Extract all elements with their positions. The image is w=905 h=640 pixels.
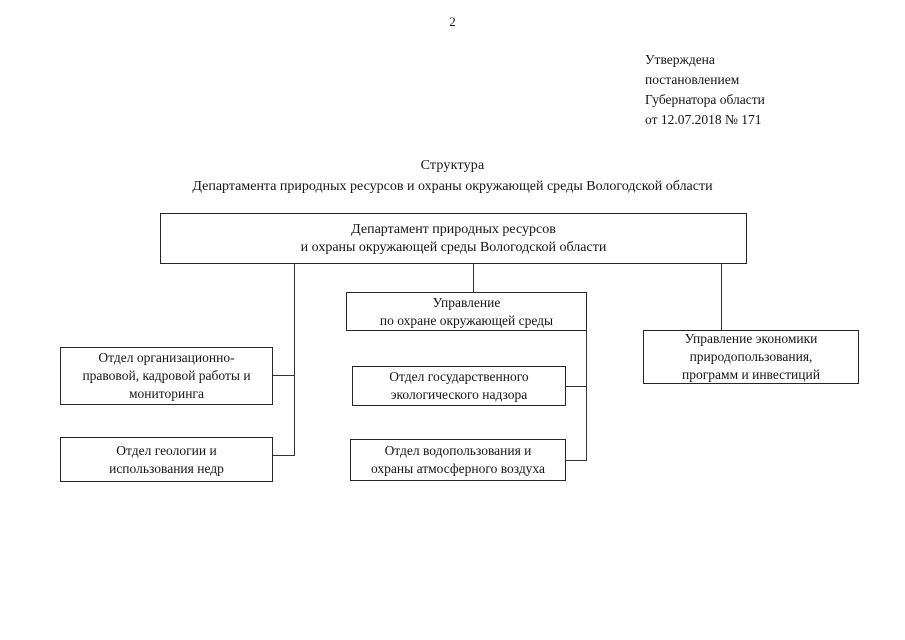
- connector-department-to-ecology-directorate: [473, 263, 475, 293]
- connector-department-to-economics-directorate: [721, 263, 723, 331]
- document-title-line-1: Структура: [420, 158, 485, 173]
- approval-line-1: Утверждена: [645, 52, 715, 67]
- node-water-air-dept: Отдел водопользования и охраны атмосферн…: [350, 439, 566, 481]
- node-org-legal-dept-line-1: Отдел организационно-: [98, 350, 235, 365]
- node-geology-dept-line-2: использования недр: [109, 460, 224, 476]
- node-eco-supervision-dept-line-1: Отдел государственного: [389, 369, 529, 384]
- page-number: 2: [449, 14, 456, 29]
- approval-line-4: от 12.07.2018 № 171: [645, 112, 762, 127]
- node-eco-supervision-dept-line-2: экологического надзора: [390, 387, 528, 402]
- connector-ecology-directorate-trunk: [586, 330, 588, 461]
- node-economics-directorate-line-1: Управление экономики: [684, 331, 818, 346]
- connector-to-geology-dept: [273, 455, 295, 457]
- node-economics-directorate: Управление экономики природопользования,…: [643, 330, 859, 384]
- node-water-air-dept-line-1: Отдел водопользования и: [384, 443, 532, 458]
- connector-to-water-air-dept: [566, 460, 587, 462]
- approval-line-2: постановлением: [645, 72, 740, 87]
- connector-to-eco-supervision-dept: [566, 386, 587, 388]
- node-ecology-directorate: Управление по охране окружающей среды: [346, 292, 587, 331]
- node-economics-directorate-line-2: природопользования,: [689, 349, 813, 364]
- approval-block: Утверждена постановлением Губернатора об…: [645, 50, 765, 130]
- node-ecology-directorate-line-1: Управление: [432, 294, 501, 310]
- node-water-air-dept-line-2: охраны атмосферного воздуха: [371, 461, 545, 476]
- connector-to-org-legal-dept: [273, 375, 295, 377]
- node-org-legal-dept-line-3: мониторинга: [129, 386, 204, 401]
- node-geology-dept: Отдел геологии и использования недр: [60, 437, 273, 482]
- node-eco-supervision-dept: Отдел государственного экологического на…: [352, 366, 566, 406]
- node-ecology-directorate-line-2: по охране окружающей среды: [379, 312, 554, 328]
- node-org-legal-dept: Отдел организационно- правовой, кадровой…: [60, 347, 273, 405]
- node-geology-dept-line-1: Отдел геологии и: [116, 442, 217, 458]
- node-org-legal-dept-line-2: правовой, кадровой работы и: [82, 368, 251, 383]
- document-title: Структура Департамента природных ресурсо…: [0, 155, 905, 197]
- node-department-line-2: и охраны окружающей среды Вологодской об…: [300, 239, 607, 255]
- approval-line-3: Губернатора области: [645, 92, 765, 107]
- node-department-line-1: Департамент природных ресурсов: [351, 221, 556, 237]
- document-title-line-2: Департамента природных ресурсов и охраны…: [192, 179, 713, 194]
- node-department: Департамент природных ресурсов и охраны …: [160, 213, 747, 264]
- connector-department-left-trunk: [294, 263, 296, 456]
- node-economics-directorate-line-3: программ и инвестиций: [682, 367, 820, 382]
